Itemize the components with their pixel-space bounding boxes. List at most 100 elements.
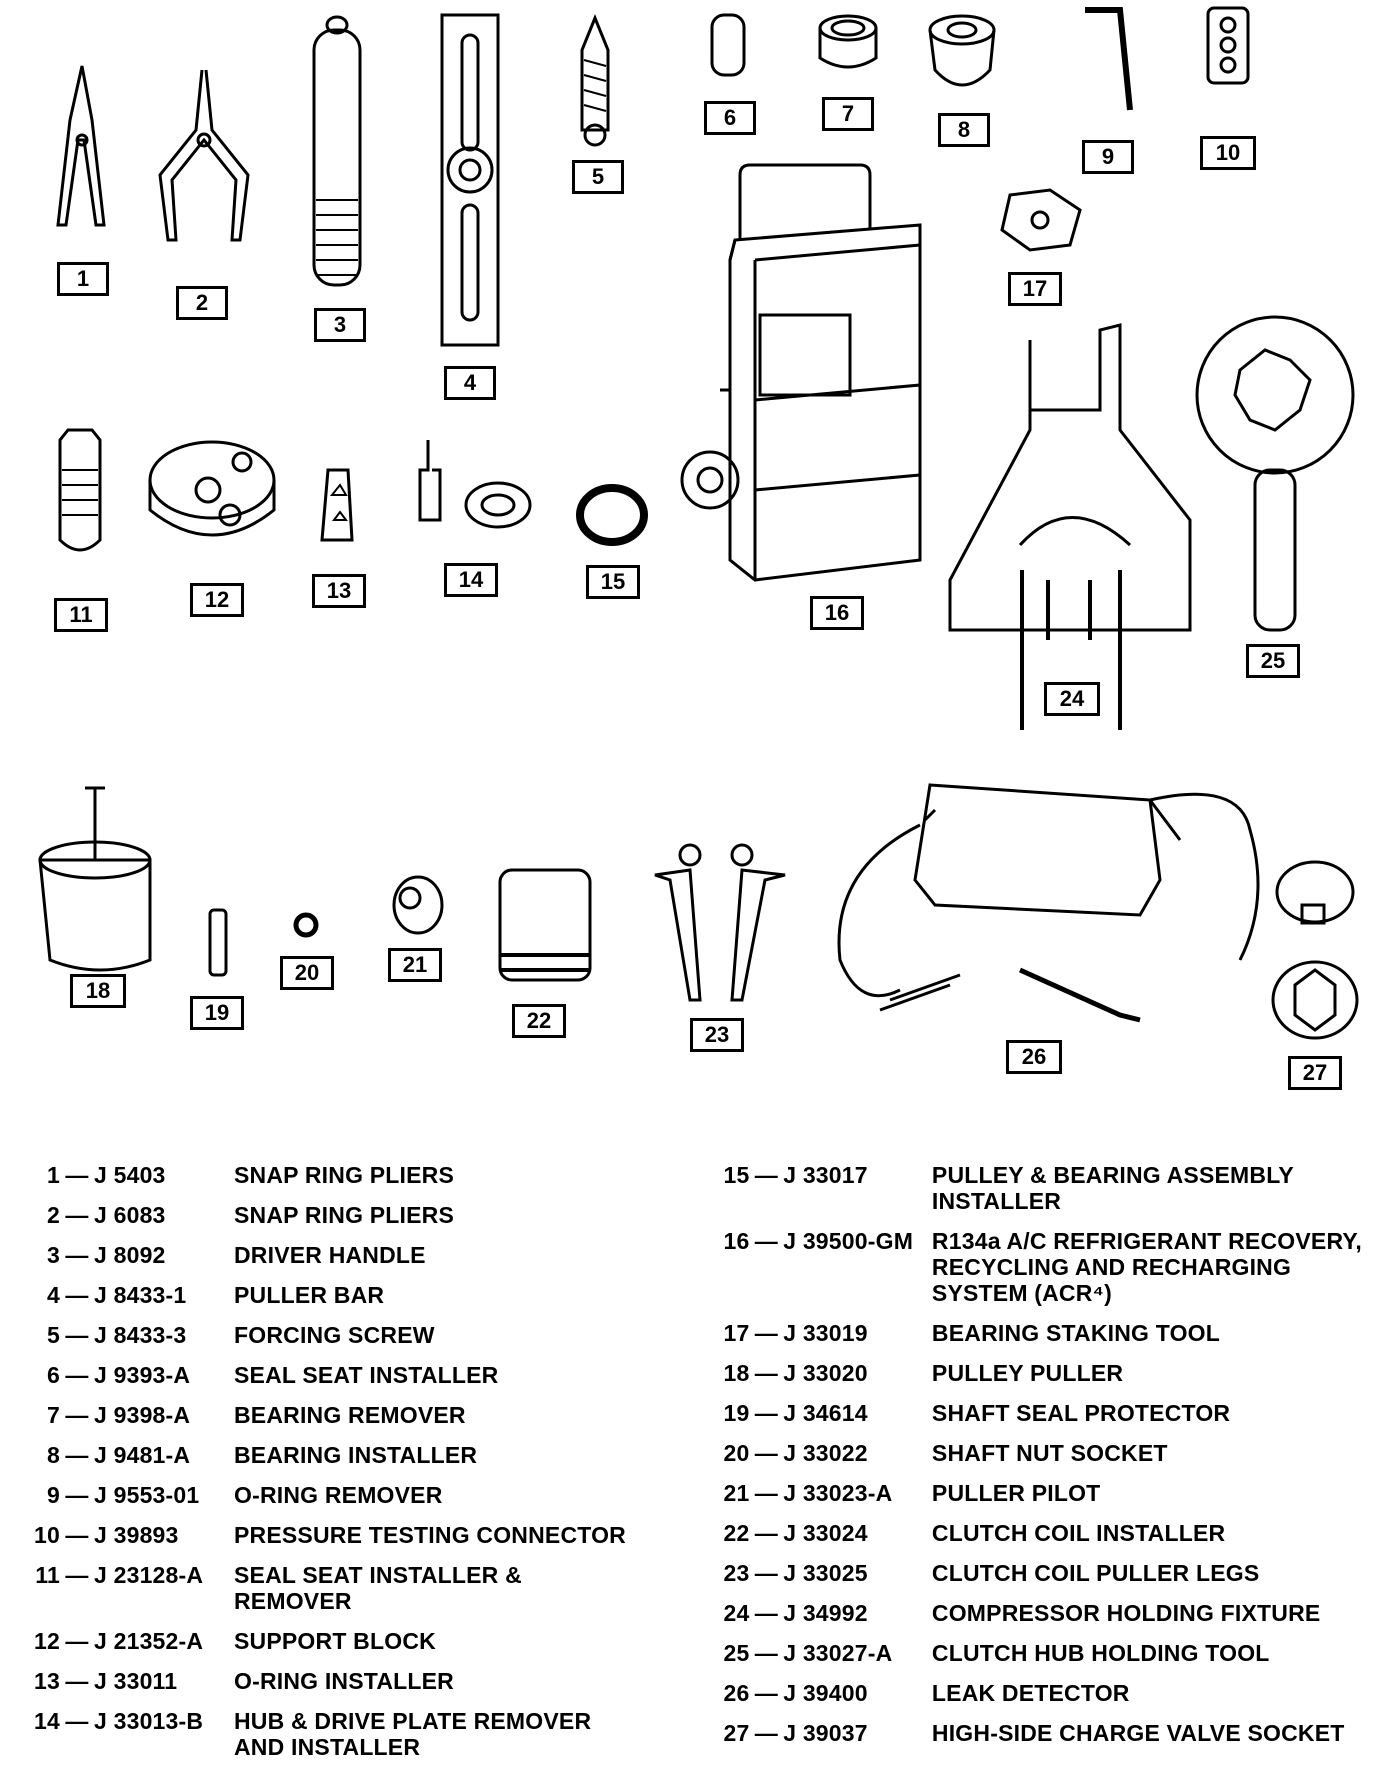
callout-label-1: 1	[57, 262, 109, 296]
legend-dash: —	[754, 1680, 778, 1706]
hub-drive-plate-remover-drawing	[418, 440, 532, 529]
callout-label-7: 7	[822, 97, 874, 131]
legend-num: 9	[47, 1482, 60, 1508]
legend-num: 13	[34, 1668, 60, 1694]
legend-part-number: J 33023-A	[783, 1480, 893, 1506]
legend-num: 14	[34, 1708, 60, 1734]
legend-description: R134a A/C REFRIGERANT RECOVERY, RECYCLIN…	[931, 1228, 1362, 1306]
legend-dash: —	[754, 1228, 778, 1254]
legend-dash: —	[754, 1400, 778, 1426]
legend-description: LEAK DETECTOR	[931, 1680, 1130, 1706]
bearing-remover-drawing	[818, 14, 878, 69]
pressure-testing-connector-drawing	[1206, 6, 1250, 85]
callout-label-3: 3	[314, 308, 366, 342]
callout-label-11: 11	[54, 598, 108, 632]
seal-seat-installer-remover-drawing	[58, 428, 102, 552]
legend-part-number: J 33025	[783, 1560, 868, 1586]
legend-description: SEAL SEAT INSTALLER	[234, 1362, 499, 1388]
callout-label-9: 9	[1082, 140, 1134, 174]
legend-dash: —	[65, 1402, 89, 1428]
legend-dash: —	[65, 1242, 89, 1268]
legend-description: PRESSURE TESTING CONNECTOR	[234, 1522, 626, 1548]
legend-description: BEARING STAKING TOOL	[931, 1320, 1221, 1346]
legend-part-number: J 33017	[783, 1162, 868, 1188]
snap-ring-pliers-1-drawing	[56, 65, 106, 227]
legend-num: 5	[47, 1322, 60, 1348]
legend-part-number: J 33011	[94, 1668, 178, 1694]
legend-num: 11	[35, 1562, 60, 1588]
shaft-seal-protector-drawing	[208, 908, 228, 977]
legend-description: PULLEY & BEARING ASSEMBLY INSTALLER	[931, 1162, 1294, 1214]
legend-num: 17	[723, 1320, 750, 1346]
legend-num: 21	[723, 1480, 750, 1506]
legend-num: 16	[723, 1228, 750, 1254]
legend-description: CLUTCH HUB HOLDING TOOL	[931, 1640, 1270, 1666]
legend-part-number: J 33013-B	[94, 1708, 204, 1734]
legend-num: 7	[47, 1402, 60, 1428]
legend-dash: —	[65, 1202, 89, 1228]
legend-num: 6	[47, 1362, 60, 1388]
o-ring-remover-drawing	[1085, 7, 1133, 111]
legend-row-7: 7—J 9398-A BEARING REMOVER	[8, 1402, 648, 1428]
legend-part-number: J 39500-GM	[783, 1228, 914, 1254]
high-side-charge-valve-socket-drawing	[1271, 860, 1359, 1040]
callout-label-6: 6	[704, 101, 756, 135]
legend-part-number: J 34614	[783, 1400, 868, 1426]
legend-dash: —	[754, 1720, 778, 1746]
legend-num: 8	[47, 1442, 60, 1468]
callout-label-5: 5	[572, 160, 624, 194]
pulley-puller-drawing	[38, 786, 152, 972]
legend-part-number: J 33024	[783, 1520, 868, 1546]
callout-label-16: 16	[810, 596, 864, 630]
puller-pilot-drawing	[392, 875, 444, 935]
acr4-machine-drawing	[680, 163, 922, 582]
legend-description: SNAP RING PLIERS	[234, 1202, 455, 1228]
legend-description: O-RING REMOVER	[234, 1482, 443, 1508]
legend-num: 24	[723, 1600, 750, 1626]
callout-label-14: 14	[444, 563, 498, 597]
legend-part-number: J 9481-A	[94, 1442, 191, 1468]
legend-description: BEARING REMOVER	[234, 1402, 466, 1428]
pulley-bearing-installer-drawing	[576, 484, 648, 546]
legend-dash: —	[754, 1360, 778, 1386]
legend-part-number: J 34992	[783, 1600, 868, 1626]
legend-dash: —	[65, 1522, 89, 1548]
legend-part-number: J 8433-3	[94, 1322, 187, 1348]
legend-part-number: J 9393-A	[94, 1362, 191, 1388]
legend-part-number: J 9398-A	[94, 1402, 191, 1428]
legend-part-number: J 33020	[783, 1360, 868, 1386]
legend-description: SEAL SEAT INSTALLER & REMOVER	[234, 1562, 522, 1614]
callout-label-18: 18	[70, 974, 126, 1008]
clutch-coil-installer-drawing	[498, 868, 592, 982]
legend-num: 25	[723, 1640, 750, 1666]
legend-part-number: J 39893	[94, 1522, 179, 1548]
callout-label-4: 4	[444, 366, 496, 400]
legend-dash: —	[65, 1628, 89, 1654]
legend-description: PULLER BAR	[234, 1282, 385, 1308]
forcing-screw-drawing	[580, 14, 610, 147]
legend-num: 2	[47, 1202, 60, 1228]
legend-part-number: J 33022	[783, 1440, 868, 1466]
legend-dash: —	[754, 1560, 778, 1586]
callout-label-19: 19	[190, 996, 244, 1030]
legend-part-number: J 39037	[783, 1720, 868, 1746]
legend-num: 12	[34, 1628, 60, 1654]
